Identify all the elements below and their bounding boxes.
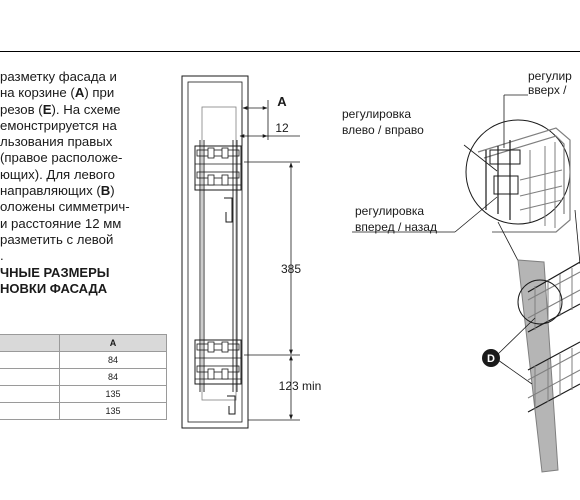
text-segment: ). На схеме xyxy=(51,101,121,117)
text-segment: направляющих ( xyxy=(0,183,101,199)
text-line: емонстрируется на xyxy=(0,118,162,134)
detail-circle-small xyxy=(517,279,563,325)
text-segment: ющих). Для левого xyxy=(0,166,115,182)
text-segment: . xyxy=(0,248,4,264)
facade-panel xyxy=(201,106,237,401)
top-rule xyxy=(0,51,580,52)
text-line: разметку фасада и xyxy=(0,69,162,85)
perspective-lower-basket xyxy=(527,341,580,413)
table-row: L 84 xyxy=(0,351,167,369)
table-title-line-2: НОВКИ ФАСАДА xyxy=(0,281,108,296)
text-segment: оложены симметрич- xyxy=(0,199,130,215)
text-segment: резов ( xyxy=(0,101,43,117)
text-line: резов (E). На схеме xyxy=(0,102,162,118)
text-segment: ) xyxy=(110,183,115,199)
front-elevation-view: A 12 385 123 min xyxy=(181,75,322,429)
lower-basket xyxy=(194,339,242,415)
table-header-row: е A xyxy=(0,334,167,352)
cabinet-inner-outline xyxy=(187,81,243,423)
table-cell: 135 xyxy=(59,402,167,420)
text-segment: разметить с левой xyxy=(0,231,114,247)
table-header-cell: A xyxy=(59,334,167,352)
callout-up-line-1: регулир xyxy=(528,69,572,83)
table-title: ЧНЫЕ РАЗМЕРЫ НОВКИ ФАСАДА xyxy=(0,265,165,297)
text-segment: разметку фасада и xyxy=(0,69,117,84)
callout-forward-back-line-1: регулировка xyxy=(355,204,424,218)
text-segment: льзования правых xyxy=(0,134,113,150)
marker-d-badge xyxy=(482,349,500,367)
leader-line xyxy=(454,196,498,233)
facade-dimensions-table: е A L 84 R 84 L 135 R 135 xyxy=(0,334,167,420)
cabinet-outline xyxy=(181,75,249,429)
text-line: (правое расположе- xyxy=(0,150,162,166)
dimension-385-label: 385 xyxy=(281,262,301,276)
text-bold-ref: A xyxy=(74,85,85,101)
callout-left-right-line-2: влево / вправо xyxy=(342,123,424,137)
text-line: льзования правых xyxy=(0,134,162,150)
text-line: на корзине (A) при xyxy=(0,85,162,101)
text-line: разметить с левой xyxy=(0,232,162,248)
dimension-123-label: 123 min xyxy=(279,379,322,393)
callout-up-line-2: вверх / xyxy=(528,83,567,97)
callout-forward-back-line-2: вперед / назад xyxy=(355,220,437,234)
table-row: L 135 xyxy=(0,385,167,403)
marker-d-label: D xyxy=(487,353,495,365)
text-line: . xyxy=(0,248,162,264)
text-segment: емонстрируется на xyxy=(0,117,117,133)
text-segment: ) при xyxy=(84,85,115,101)
leader-line xyxy=(497,359,533,385)
perspective-upper-basket xyxy=(527,261,580,333)
table-row: R 135 xyxy=(0,402,167,420)
perspective-detail-view: D регулир вверх / регулировка влево / вп… xyxy=(342,69,580,473)
text-line: и расстояние 12 мм xyxy=(0,216,162,232)
text-line: направляющих (B) xyxy=(0,183,162,199)
text-bold-ref: B xyxy=(100,183,111,199)
callout-left-right-line-1: регулировка xyxy=(342,107,411,121)
dimension-12-label: 12 xyxy=(275,121,289,135)
table-title-line-1: ЧНЫЕ РАЗМЕРЫ xyxy=(0,265,110,280)
text-line: оложены симметрич- xyxy=(0,199,162,215)
text-segment: (правое расположе- xyxy=(0,150,123,166)
cabinet-side-panel xyxy=(517,259,559,473)
text-segment: и расстояние 12 мм xyxy=(0,215,122,231)
upper-basket xyxy=(194,145,242,223)
text-bold-ref: E xyxy=(42,101,52,117)
text-segment: на корзине ( xyxy=(0,85,75,101)
dimension-a-label: A xyxy=(277,94,287,109)
leader-line xyxy=(497,317,536,355)
text-line: ющих). Для левого xyxy=(0,167,162,183)
leader-line xyxy=(463,144,498,172)
detail-basket-corner xyxy=(477,127,571,233)
